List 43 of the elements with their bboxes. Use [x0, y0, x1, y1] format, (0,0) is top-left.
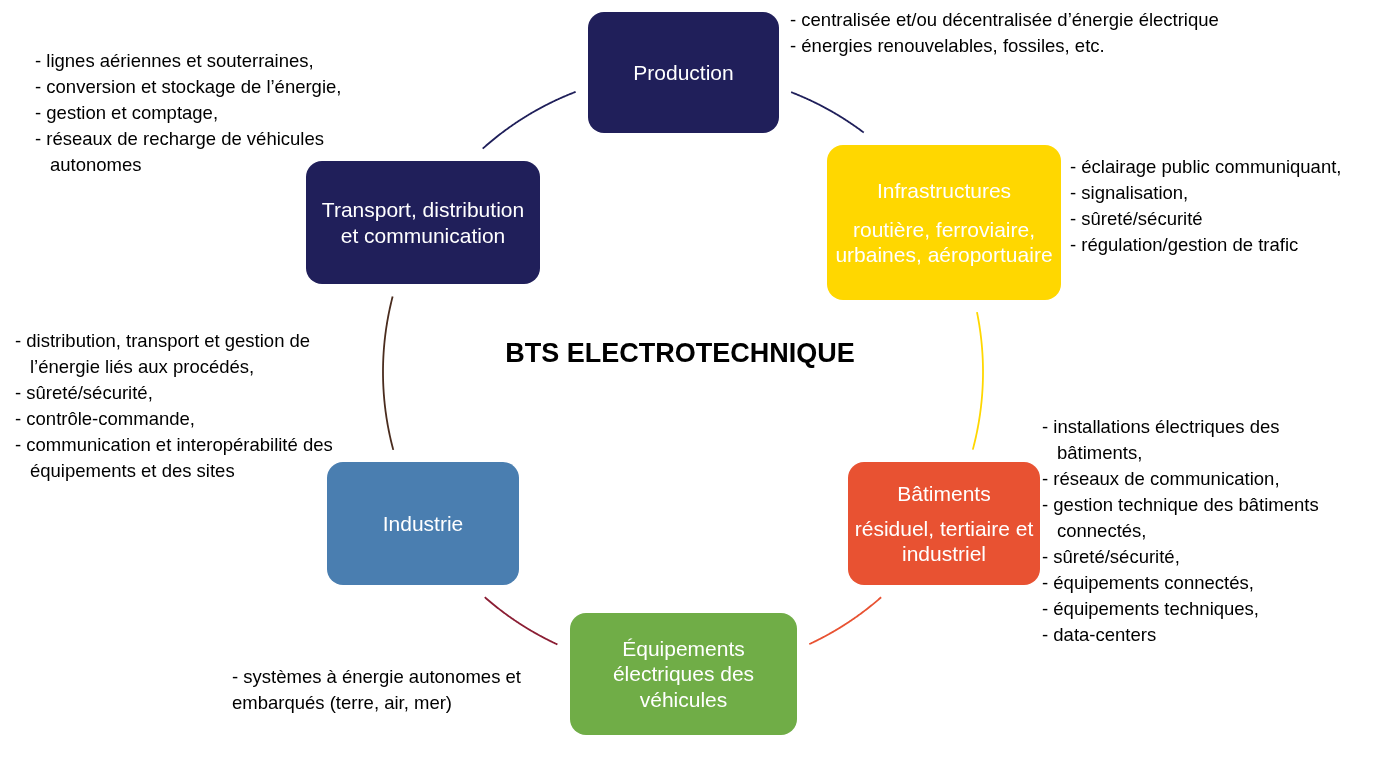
list-item: - sûreté/sécurité, [15, 381, 154, 405]
category-box [327, 462, 519, 585]
list-item: - sûreté/sécurité [1070, 207, 1204, 231]
list-item: - centralisée et/ou décentralisée d’énergie électrique [790, 8, 1220, 32]
connector-arc [382, 295, 395, 451]
category-box [827, 145, 1061, 300]
box-heading: Production [633, 59, 734, 86]
list-item: - systèmes à énergie autonomes et embarqués (terre, air, mer) [232, 665, 522, 715]
category-box [570, 613, 797, 735]
list-item: - gestion technique des bâtiments connectés, [1042, 493, 1320, 543]
list-item: - réseaux de recharge de véhicules autonomes [35, 127, 325, 177]
category-box [848, 462, 1040, 585]
box-body: routière, ferroviaire, urbaines, aéroportuaire [834, 216, 1054, 268]
list-item: - distribution, transport et gestion de l’énergie liés aux procédés, [15, 329, 312, 379]
box-heading: Bâtiments [897, 480, 991, 506]
list-item: - sûreté/sécurité, [1042, 545, 1181, 569]
list-item: - équipements techniques, [1042, 597, 1260, 621]
box-body: résiduel, tertiaire et industriel [854, 515, 1034, 567]
list-item: - installations électriques des bâtiments, [1042, 415, 1281, 465]
list-item: - signalisation, [1070, 181, 1190, 205]
list-item: - réseaux de communication, [1042, 467, 1281, 491]
list-item: - éclairage public communiquant, [1070, 155, 1343, 179]
box-heading: Transport, distribution et communication [320, 197, 526, 248]
diagram-title: BTS ELECTROTECHNIQUE [504, 337, 856, 370]
category-box [306, 161, 540, 284]
list-item: - gestion et comptage, [35, 101, 220, 125]
connector-arc [790, 91, 865, 134]
connector-arc [483, 596, 559, 646]
list-item: - équipements connectés, [1042, 571, 1255, 595]
list-item: - énergies renouvelables, fossiles, etc. [790, 34, 1106, 58]
list-item: - lignes aériennes et souterraines, [35, 49, 315, 73]
list-item: - contrôle-commande, [15, 407, 196, 431]
box-heading: Équipements électriques des véhicules [611, 636, 756, 712]
connector-arc [971, 311, 984, 451]
box-heading: Industrie [382, 510, 464, 537]
list-item: - communication et interopérabilité des équipements et des sites [15, 433, 334, 483]
category-box [588, 12, 779, 133]
list-item: - régulation/gestion de trafic [1070, 233, 1300, 257]
list-item: - conversion et stockage de l’énergie, [35, 75, 343, 99]
list-item: - data-centers [1042, 623, 1158, 647]
box-heading: Infrastructures [876, 177, 1012, 203]
connector-arc [481, 90, 577, 150]
connector-arc [808, 596, 883, 645]
